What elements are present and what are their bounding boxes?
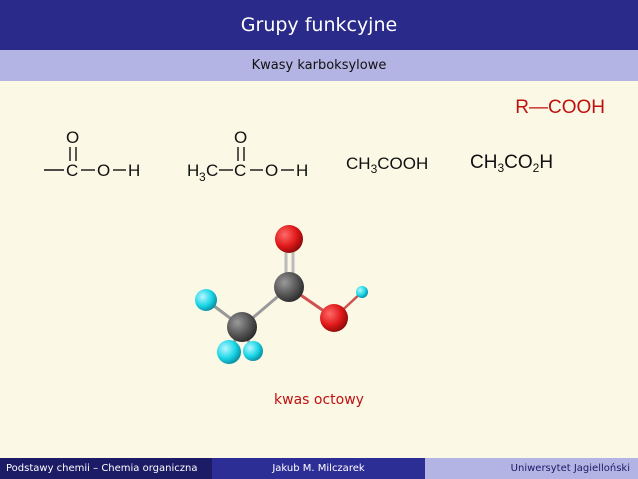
atom-carbon-methyl [227,312,257,342]
footer-author-text: Jakub M. Milczarek [272,463,365,474]
structural-formulas: O C O H H 3 C O C O H [44,128,308,184]
f3-sub: 3 [370,162,378,176]
atom-oxygen-carbonyl [275,225,303,253]
s1-oxygen-top: O [66,128,79,147]
f4-ch: CH [470,152,498,173]
footer-institution-text: Uniwersytet Jagielloński [510,463,630,474]
footer-author: Jakub M. Milczarek [212,458,425,479]
atom-carbon-carboxyl [274,272,304,302]
atom-hydrogen-methyl-3 [243,341,263,361]
atom-hydrogen-methyl-2 [217,340,241,364]
f3-cooh: COOH [377,154,429,173]
s1-hydrogen: H [128,161,140,180]
f4-co: CO [504,152,533,173]
slide-subtitle: Kwasy karboksylowe [0,50,638,81]
s2-oxygen-top: O [234,128,247,147]
s1-carbon: C [66,161,78,180]
slide-content: R—COOH O C O H H 3 C O C O H [0,81,638,458]
acetic-acid-structure: H 3 C O C O H [187,128,308,184]
atom-oxygen-hydroxyl [320,304,348,332]
footer-institution: Uniwersytet Jagielloński [425,458,638,479]
slide-title-text: Grupy funkcyjne [240,14,398,36]
carboxyl-structure: O C O H [44,128,140,180]
footer-course: Podstawy chemii – Chemia organiczna [0,458,212,479]
s2-methyl-sub: 3 [199,170,206,184]
slide-title: Grupy funkcyjne [0,0,638,50]
condensed-formula-cooh: CH3COOH [346,154,428,176]
s2-methyl-h: H [187,161,199,180]
f4-h: H [539,152,554,173]
slide-footer: Podstawy chemii – Chemia organiczna Jaku… [0,458,638,479]
s2-oxygen: O [265,161,278,180]
f4-sub1: 3 [497,161,505,175]
footer-course-text: Podstawy chemii – Chemia organiczna [6,463,198,474]
s2-methyl-c: C [206,161,218,180]
atom-hydrogen-methyl-1 [195,289,217,311]
slide-subtitle-text: Kwasy karboksylowe [251,58,387,73]
condensed-formula-co2h: CH3CO2H [470,152,553,175]
s2-carbon: C [234,161,246,180]
f3-ch: CH [346,154,371,173]
molecule-name-label: kwas octowy [274,392,364,408]
s2-hydrogen: H [296,161,308,180]
acetic-acid-3d-model [195,225,368,364]
s1-oxygen: O [97,161,110,180]
atom-hydrogen-hydroxyl [356,286,368,298]
general-formula: R—COOH [515,97,605,118]
f4-sub2: 2 [532,161,540,175]
